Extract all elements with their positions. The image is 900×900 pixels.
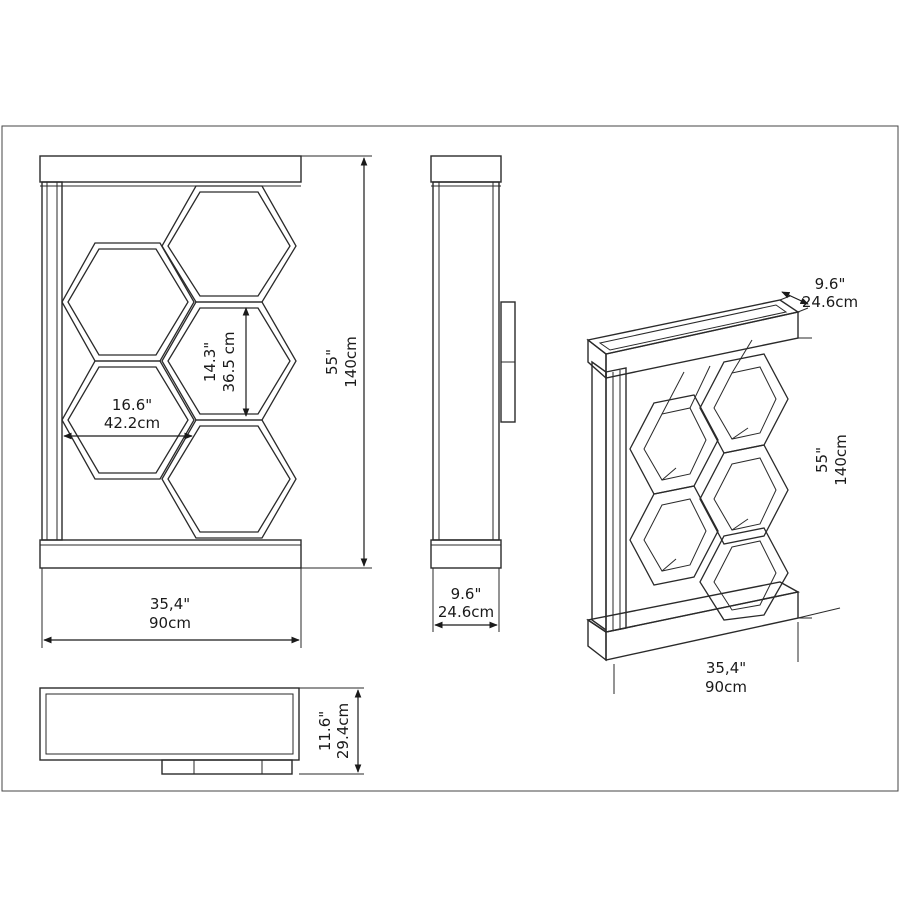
- cell-height-cm: 36.5 cm: [220, 331, 238, 392]
- side-top-cap: [430, 155, 502, 183]
- iso-depth-cm: 24.6cm: [802, 293, 858, 311]
- cell-width-cm: 42.2cm: [104, 414, 160, 432]
- side-view: 9.6" 24.6cm: [430, 155, 516, 632]
- iso-hex-cell: [699, 444, 789, 545]
- side-depth-cm: 24.6cm: [438, 603, 494, 621]
- hex-cell: [61, 242, 195, 362]
- hex-cell: [161, 185, 297, 303]
- front-bottom-plinth: [39, 539, 302, 569]
- top-depth-inch: 11.6": [316, 711, 334, 751]
- iso-depth-dimension: [781, 291, 809, 305]
- iso-hex-cell: [699, 527, 789, 621]
- top-view-outline: [39, 687, 300, 761]
- iso-width-inch: 35,4": [706, 659, 746, 677]
- top-view-feet: [161, 759, 293, 775]
- iso-hex-cells: [629, 339, 789, 621]
- iso-width-cm: 90cm: [705, 678, 747, 696]
- top-view: 11.6" 29.4cm: [39, 687, 364, 775]
- front-width-inch: 35,4": [150, 595, 190, 613]
- front-left-panel: [41, 181, 63, 541]
- drawing-frame: [1, 125, 899, 792]
- front-width-cm: 90cm: [149, 614, 191, 632]
- side-bottom-plinth: [430, 539, 502, 569]
- iso-hex-cell: [629, 394, 719, 495]
- isometric-view: 9.6" 24.6cm 55" 140cm 35,4" 90cm: [586, 275, 858, 696]
- side-depth-inch: 9.6": [451, 585, 482, 603]
- hexagon-cells: [61, 185, 297, 539]
- front-top-cap: [39, 155, 302, 183]
- iso-hex-cell: [699, 353, 789, 454]
- iso-height-inch: 55": [813, 447, 831, 473]
- iso-left-panel: [591, 360, 607, 632]
- top-depth-cm: 29.4cm: [334, 703, 352, 759]
- hex-cell: [161, 419, 297, 539]
- iso-depth-inch: 9.6": [815, 275, 846, 293]
- cell-width-inch: 16.6": [112, 396, 152, 414]
- hex-cell: [61, 360, 195, 480]
- front-view: 16.6" 42.2cm 14.3" 36.5 cm 55" 140cm 35,…: [39, 155, 372, 648]
- front-height-inch: 55": [323, 349, 341, 375]
- cell-height-inch: 14.3": [201, 342, 219, 382]
- front-height-cm: 140cm: [342, 336, 360, 388]
- iso-hex-cell: [629, 485, 719, 586]
- iso-height-cm: 140cm: [832, 434, 850, 486]
- iso-top-tray: [586, 299, 800, 355]
- side-body: [432, 181, 500, 541]
